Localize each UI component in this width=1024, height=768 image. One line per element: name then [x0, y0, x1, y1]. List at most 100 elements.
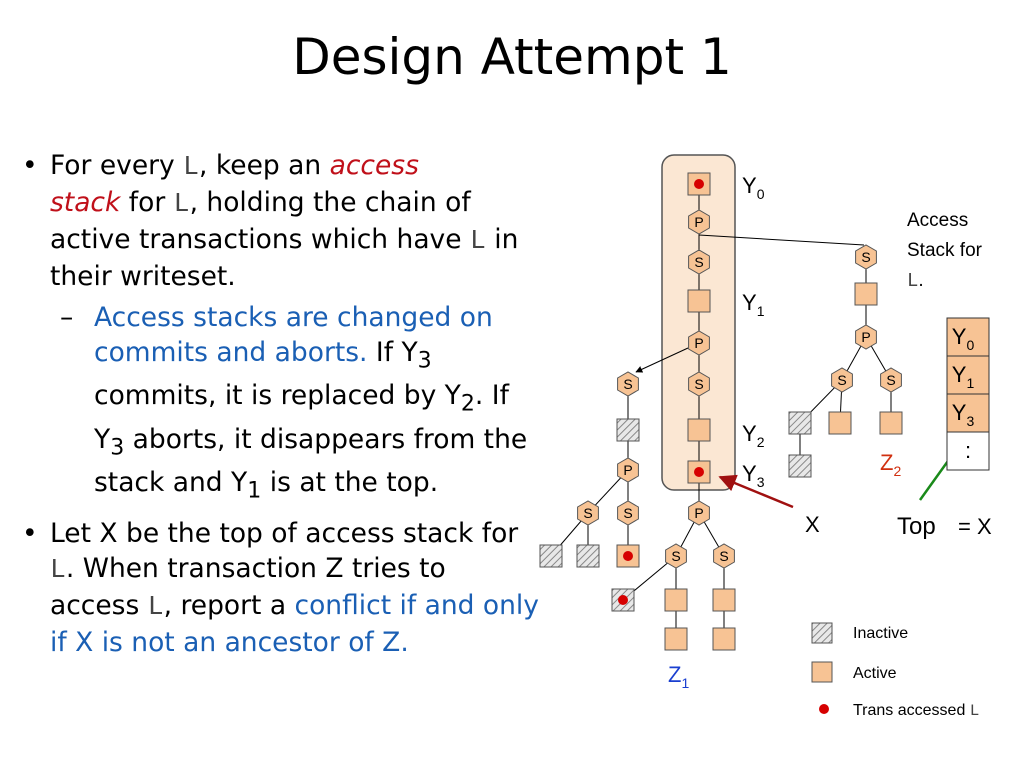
stack-cell	[946, 355, 990, 395]
sub-bullet-highlight: Access stacks are changed on commits and…	[94, 302, 493, 368]
label-y1: Y1	[742, 290, 765, 319]
code-L: L	[183, 152, 200, 182]
node-type-label: S	[694, 254, 703, 270]
bullet-2: •Let X be the top of access stack for L.…	[22, 516, 542, 660]
legend-accessed-label: Trans accessed L	[853, 702, 979, 720]
bullet-1-text: in their writeset.	[50, 224, 519, 292]
sequential-node	[665, 543, 687, 569]
sub-bullet-text: . If Y	[94, 380, 509, 455]
subscript: 3	[417, 348, 432, 374]
node-type-label: S	[583, 505, 592, 521]
access-stack-caption-1: Access	[907, 210, 968, 231]
active-transaction-node	[712, 588, 736, 612]
node-type-label: S	[861, 249, 870, 265]
label-y3: Y3	[742, 461, 765, 490]
bullet-1-text: For every	[50, 150, 184, 181]
sequential-node	[713, 543, 735, 569]
code-L: L	[50, 555, 66, 586]
label-z1: Z1	[668, 662, 689, 691]
legend-active-label: Active	[853, 665, 897, 682]
active-transaction-node	[712, 627, 736, 651]
access-marker-dot	[694, 179, 704, 189]
stack-cell-label: :	[965, 438, 971, 463]
node-type-label: S	[886, 372, 895, 388]
node-type-label: S	[623, 376, 632, 392]
access-marker-dot	[623, 551, 633, 561]
inactive-transaction-node	[788, 454, 812, 478]
node-type-label: P	[623, 462, 632, 478]
label-top-equals: = X	[958, 514, 992, 539]
access-marker-dot	[618, 595, 628, 605]
stack-cell-label: Y3	[952, 400, 975, 429]
node-type-label: S	[671, 548, 680, 564]
subscript: 2	[460, 391, 475, 417]
stack-cell-label: Y1	[952, 362, 975, 391]
sub-bullet-text: aborts, it disappears from the stack and…	[94, 423, 528, 498]
access-stack-caption-2: Stack for	[907, 240, 983, 261]
node-type-label: S	[694, 376, 703, 392]
active-transaction-node	[664, 627, 688, 651]
node-type-label: S	[719, 548, 728, 564]
bullet-1-text: , holding the chain of active transactio…	[50, 187, 471, 255]
active-transaction-node	[879, 411, 903, 435]
stack-cell	[946, 431, 990, 471]
emphasis-access: access	[329, 150, 419, 181]
legend-inactive-swatch	[811, 622, 833, 644]
code-L: L	[173, 189, 190, 219]
legend-active-swatch	[811, 661, 833, 683]
bullet-marker: •	[22, 518, 38, 550]
stack-cell-label: Y0	[952, 324, 975, 353]
active-transaction-node	[664, 588, 688, 612]
sub-bullet-text: is at the top.	[261, 466, 439, 498]
inactive-transaction-node	[576, 544, 600, 568]
bullet-2-text: Let X be the top of access stack for	[50, 518, 519, 550]
bullet-1-text: for	[120, 187, 174, 218]
node-type-label: P	[694, 335, 703, 351]
legend-accessed-dot	[819, 704, 829, 714]
node-type-label: P	[694, 505, 703, 521]
x-pointer-arrow	[718, 474, 794, 509]
slide-title: Design Attempt 1	[292, 28, 732, 86]
label-y0: Y0	[742, 173, 765, 202]
active-transaction-node	[687, 418, 711, 442]
parallel-node	[855, 324, 877, 350]
legend-inactive-label: Inactive	[853, 625, 908, 642]
subscript: 1	[247, 478, 262, 504]
conflict-rule: conflict if and only if X is not an ance…	[50, 590, 539, 659]
sequential-node	[577, 500, 599, 526]
parallel-node	[688, 500, 710, 526]
node-type-label: P	[694, 214, 703, 230]
parallel-node	[617, 457, 639, 483]
node-type-label: P	[861, 329, 870, 345]
node-type-label: S	[837, 372, 846, 388]
sub-bullet-1: –Access stacks are changed on commits an…	[22, 300, 542, 508]
bullet-marker: •	[22, 150, 38, 181]
edge-p1-to-right-s	[698, 234, 865, 246]
sub-bullet-marker: –	[60, 302, 74, 333]
sequential-node	[617, 371, 639, 397]
emphasis-stack: stack	[50, 187, 121, 218]
bullet-2-text: , report a	[163, 590, 295, 622]
sub-bullet-text: If Y	[367, 337, 418, 368]
access-stack-caption-3: L.	[907, 270, 924, 292]
sub-bullet-text: commits, it is replaced by Y	[94, 380, 461, 412]
node-type-label: S	[623, 505, 632, 521]
sequential-node	[617, 500, 639, 526]
inactive-transaction-node	[788, 411, 812, 435]
sequential-node	[688, 371, 710, 397]
parallel-node	[688, 209, 710, 235]
label-top: Top	[897, 513, 936, 540]
code-L: L	[147, 592, 164, 623]
label-y2: Y2	[742, 421, 765, 450]
sequential-node	[831, 367, 853, 393]
bullet-1-text: , keep an	[199, 150, 330, 181]
parallel-node	[688, 330, 710, 356]
active-transaction-node	[854, 282, 878, 306]
inactive-transaction-node	[616, 418, 640, 442]
active-transaction-node	[687, 289, 711, 313]
sequential-node	[688, 249, 710, 275]
code-L: L	[469, 226, 486, 256]
